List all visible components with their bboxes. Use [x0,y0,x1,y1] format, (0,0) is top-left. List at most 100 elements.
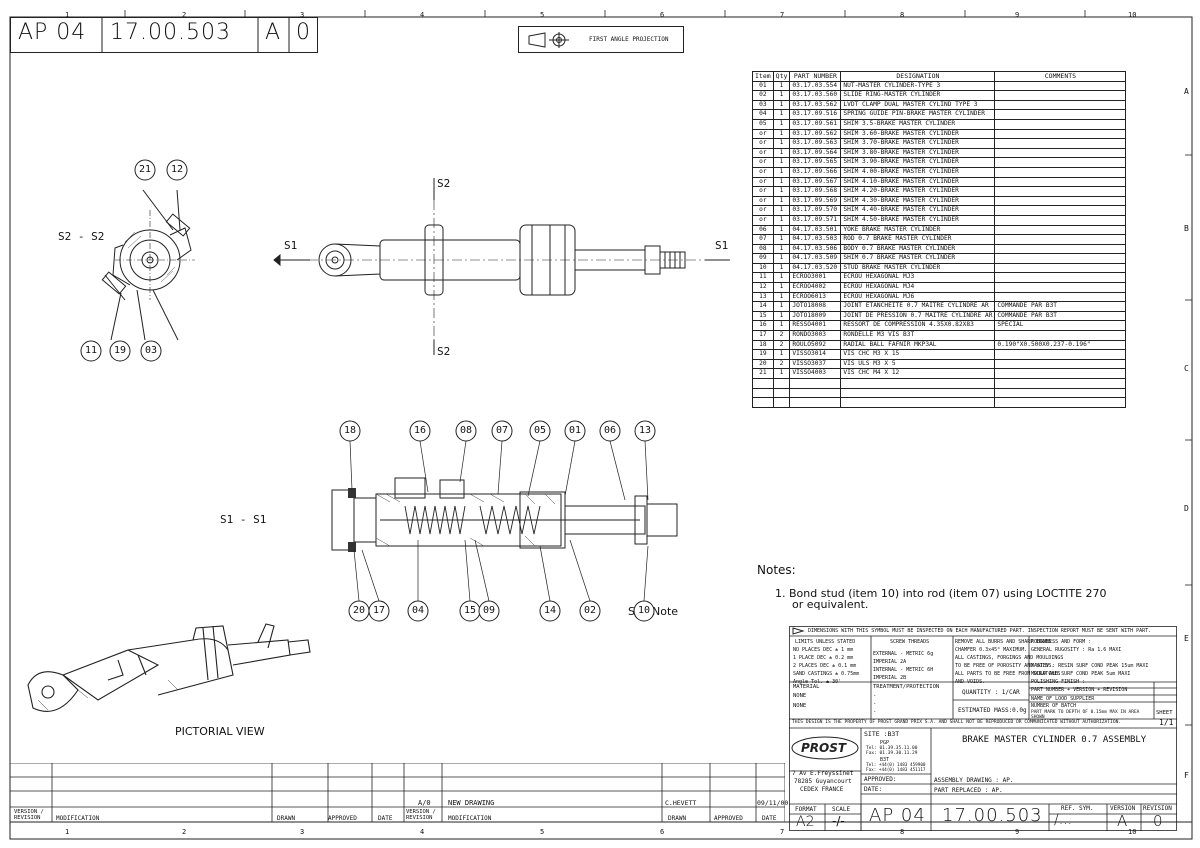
rev-col-approved-right: APPROVED [714,815,743,822]
tb-treatment-1: - [873,701,877,707]
zone-col-7: 7 [780,11,785,19]
tb-screw-2: INTERNAL - METRIC 6H [873,667,934,673]
inspection-triangle-icon [792,627,805,635]
tb-sheet-label: SHEET [1156,710,1173,716]
balloon-16: 16 [414,425,427,436]
tb-site: SITE :B3T [864,730,900,738]
tb-limits-title: LIMITS UNLESS STATED [795,639,856,645]
section-s2-view [101,189,195,341]
cut-s1-left: S1 [284,239,298,252]
projection-box: FIRST ANGLE PROJECTION [518,26,684,53]
cut-s1-right: S1 [715,239,729,252]
tb-remove-1: CHAMFER 0.3x45° MAXIMUM. [955,647,1028,653]
tb-limits-4: Angle Tol. ± 30' [793,679,842,685]
header-doc-code: AP 04 [18,20,87,45]
zone-row-c: C [1184,364,1189,373]
pictorial-view-label: PICTORIAL VIEW [175,725,265,738]
zone-col-5-bottom: 5 [540,828,545,836]
tb-limits-3: SAND CASTINGS ± 0.75mm [793,671,860,677]
tb-ref-sym-value: /... [1054,812,1073,828]
tb-remove-0: REMOVE ALL BURRS AND SHARP EDGES. [955,639,1055,645]
tb-treatment-2: - [873,709,877,715]
balloon-05: 05 [534,425,547,436]
notes-heading: Notes: [757,563,796,577]
rev-col-approved-left: APPROVED [328,815,357,822]
title-block-grid [789,626,1177,831]
tb-scale-value: -/- [832,814,845,828]
tb-treatment-label: TREATMENT/PROTECTION [873,684,940,690]
notes-line-2: or equivalent. [792,598,869,611]
revision-table-grid [10,763,785,823]
balloon-12: 12 [171,164,184,175]
tb-sheet-value: 1/1 [1159,718,1174,727]
zone-row-b: B [1184,224,1189,233]
rev-col-version-right: VERSION / REVISION [406,809,436,821]
rev-entry-version: A/0 [418,799,431,807]
tb-remove-4: ALL PARTS TO BE FREE FROM SCRATCHES [955,671,1061,677]
tb-pgp-2: Fax: 01.39.30.11.29 [866,751,918,756]
tb-b3t-0: B3T [880,757,890,763]
balloon-14: 14 [544,605,557,616]
tb-ref-sym-label: REF. SYM. [1061,805,1094,812]
bom-cell-designation [840,397,996,408]
tb-partinfo-3: PART MARK TO DEPTH OF 0.15mm MAX IN AREA… [1031,710,1140,720]
balloon-01: 01 [569,425,582,436]
cut-s2-bottom: S2 [437,345,451,358]
balloon-08: 08 [460,425,473,436]
zone-col-4: 4 [420,11,425,19]
tb-screw-3: IMPERIAL 2B [873,675,907,681]
tb-version-label: VERSION [1110,805,1136,812]
zone-col-4-bottom: 4 [420,828,425,836]
zone-col-1-bottom: 1 [65,828,70,836]
tb-remove-3: TO BE FREE OF POROSITY AND VOIDS. [955,663,1055,669]
zone-col-2: 2 [182,11,187,19]
tb-screw-title: SCREW THREADS [890,639,930,645]
rev-col-date-right: DATE [762,815,777,822]
rev-col-date-left: DATE [378,815,393,822]
bom-table: Item Qty PART NUMBER DESIGNATION COMMENT… [752,71,1127,408]
tb-inspection-note: DIMENSIONS WITH THIS SYMBOL MUST BE INSP… [808,628,1152,634]
tb-treatment-0: - [873,693,877,699]
section-s1-view [331,477,678,552]
balloon-11: 11 [85,345,98,356]
tb-approved-label: APPROVED: [864,776,897,783]
balloon-17: 17 [373,605,386,616]
balloon-03: 03 [145,345,158,356]
tb-revision-label: REVISION [1143,805,1172,812]
zone-col-2-bottom: 2 [182,828,187,836]
header-doc-number: 17.00.503 [110,20,231,45]
rev-entry-modification: NEW DRAWING [448,799,495,807]
tb-screw-1: IMPERIAL 2A [873,659,907,665]
balloon-09: 09 [483,605,496,616]
tb-limits-1: 1 PLACE DEC ± 0.2 mm [793,655,854,661]
balloon-18: 18 [344,425,357,436]
tb-partinfo-0: PART NUMBER + VERSION + REVISION [1031,687,1128,693]
header-doc-box: AP 04 17.00.503 A 0 [10,17,318,53]
zone-col-9: 9 [1015,11,1020,19]
prost-logo-icon: PROST [791,736,859,760]
zone-row-e: E [1184,634,1189,643]
notes-line-1: 1. Bond stud (item 10) into rod (item 07… [775,587,1107,600]
balloon-02: 02 [584,605,597,616]
zone-col-8-bottom: 8 [900,828,905,836]
tb-b3t-1: Tel: +44(0) 1483 459900 [866,763,926,768]
tb-property-note: THIS DESIGN IS THE PROPERTY OF PROST GRA… [792,720,1122,725]
bom-cell-comments [994,397,1127,408]
zone-col-10: 10 [1128,11,1137,19]
tb-b3t-2: Fax: +44(0) 1483 451117 [866,768,926,773]
bom-row [752,397,1127,408]
tb-roughness-1: GENERAL RUGOSITY : Ra 1.6 MAXI [1031,647,1122,653]
balloon-13: 13 [639,425,652,436]
zone-col-9-bottom: 9 [1015,828,1020,836]
balloon-19: 19 [114,345,127,356]
rev-entry-date: 09/11/00 [757,799,789,807]
tb-mass: ESTIMATED MASS:0.0g [958,707,1027,714]
tb-doc-code: AP 04 [869,805,926,826]
tb-date-label: DATE: [864,786,883,793]
tb-version-value: A [1117,812,1128,830]
tb-roughness-3: MASTEV : RESIN SURF COND PEAK 15um MAXI [1031,663,1149,669]
